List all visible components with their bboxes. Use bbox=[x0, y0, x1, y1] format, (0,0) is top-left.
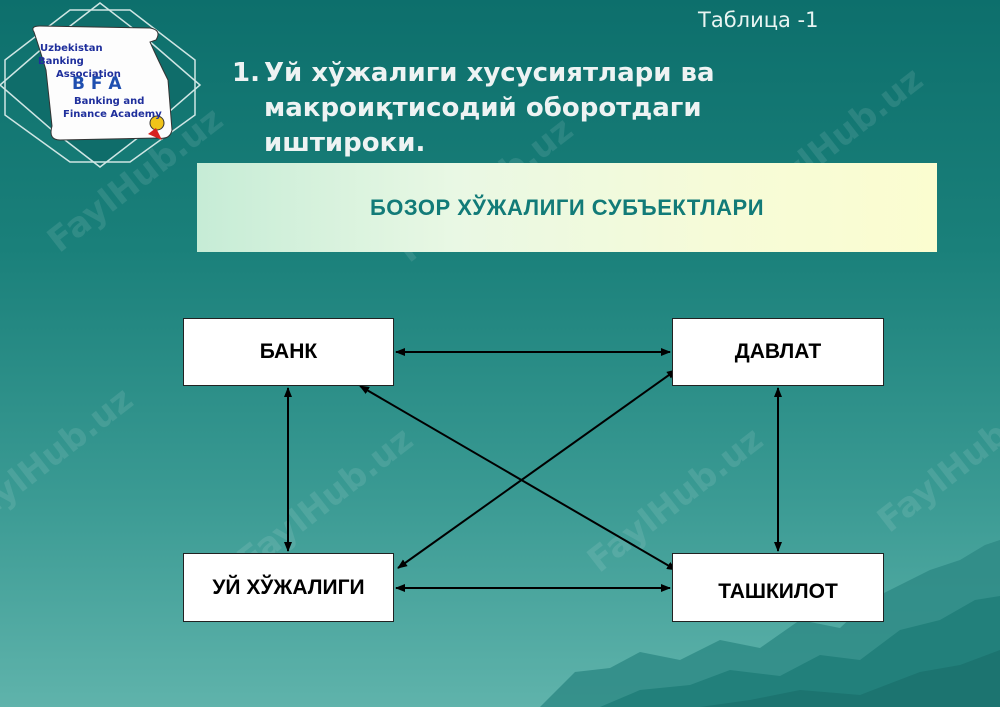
banner-text: БОЗОР ХЎЖАЛИГИ СУБЪЕКТЛАРИ bbox=[369, 194, 765, 220]
node-tashkilot: ТАШКИЛОТ bbox=[672, 553, 884, 622]
node-label: БАНК bbox=[259, 340, 318, 363]
edge-bank-tashkilot bbox=[359, 385, 677, 571]
node-label: УЙ ХЎЖАЛИГИ bbox=[212, 575, 365, 599]
table-label: Таблица -1 bbox=[698, 8, 819, 32]
node-label: ДАВЛАТ bbox=[734, 340, 822, 363]
bfa-logo: Uzbekistan Banking Association B F A Ban… bbox=[0, 0, 210, 170]
logo-emblem bbox=[0, 2, 202, 168]
logo-line-2: Banking bbox=[38, 56, 84, 67]
logo-line-3: Association bbox=[56, 69, 121, 80]
node-davlat: ДАВЛАТ bbox=[672, 318, 884, 386]
title-line-3: иштироки. bbox=[264, 128, 426, 158]
slide-title: 1.Уй хўжалиги хусусиятлари ва макроиқтис… bbox=[232, 56, 832, 161]
logo-line-1: Uzbekistan bbox=[40, 43, 103, 54]
title-number: 1. bbox=[232, 58, 260, 88]
logo-abbr: B F A bbox=[72, 74, 122, 94]
logo-line-4: Banking and bbox=[74, 96, 145, 107]
node-label: ТАШКИЛОТ bbox=[718, 579, 838, 603]
title-line-2: макроиқтисодий оборотдаги bbox=[264, 93, 702, 123]
edge-davlat-uy bbox=[397, 369, 677, 569]
title-line-1: Уй хўжалиги хусусиятлари ва bbox=[264, 58, 715, 88]
logo-line-5: Finance Academy bbox=[63, 109, 162, 120]
section-banner: БОЗОР ХЎЖАЛИГИ СУБЪЕКТЛАРИ bbox=[197, 163, 937, 252]
node-uy-hojaligi: УЙ ХЎЖАЛИГИ bbox=[183, 553, 394, 622]
node-bank: БАНК bbox=[183, 318, 394, 386]
